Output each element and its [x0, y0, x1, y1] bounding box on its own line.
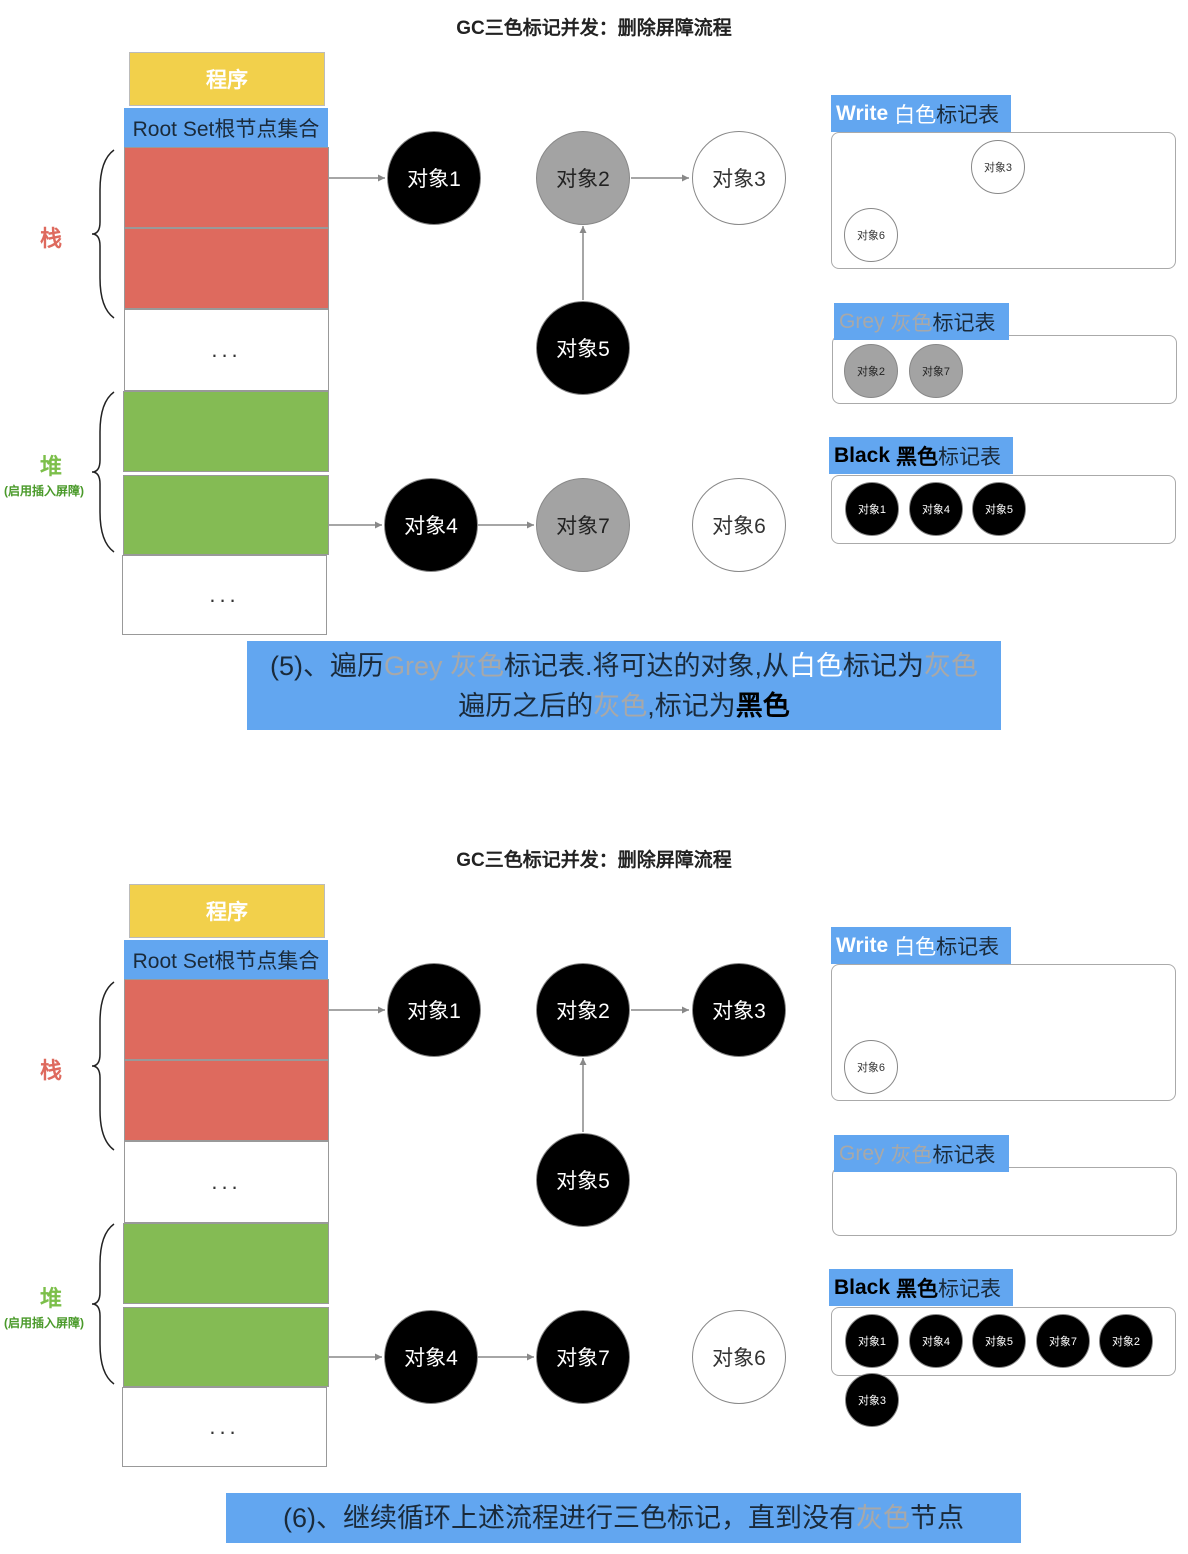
heap-cell [123, 391, 329, 472]
table-label-rest: 标记表 [936, 103, 1000, 127]
caption-segment: (6)、继续循环上述流程进行三色标记，直到没有 [283, 1503, 856, 1533]
table-label-color: 白色 [894, 103, 937, 127]
table-label-color: 黑色 [896, 445, 939, 469]
object-node-obj2: 对象2 [536, 963, 630, 1057]
table-label-color: 黑色 [896, 1277, 939, 1301]
program-box: 程序 [129, 884, 325, 938]
object-node-obj4: 对象4 [384, 478, 478, 572]
caption-segment: 黑色 [735, 690, 790, 721]
caption-segment: 灰色 [924, 650, 979, 681]
diagram-title: GC三色标记并发：删除屏障流程 [456, 18, 732, 39]
heap-cell [123, 1307, 329, 1387]
diagram-title: GC三色标记并发：删除屏障流程 [456, 850, 732, 871]
caption-line: (5)、遍历Grey 灰色标记表.将可达的对象,从白色标记为灰色 [247, 646, 1001, 686]
object-node-obj3: 对象3 [692, 963, 786, 1057]
heap-note: (启用插入屏障) [4, 1316, 84, 1330]
object-node-obj7: 对象7 [536, 1310, 630, 1404]
table-label-en: Black [834, 1275, 891, 1299]
stack-cell [124, 979, 329, 1060]
caption-box: (5)、遍历Grey 灰色标记表.将可达的对象,从白色标记为灰色遍历之后的灰色,… [247, 641, 1001, 730]
table-label-en: Write [836, 101, 889, 125]
stack-label: 栈 [40, 226, 63, 251]
caption-segment: ,标记为 [647, 690, 736, 721]
caption-segment: 节点 [910, 1503, 964, 1533]
table-label-color: 灰色 [890, 311, 933, 335]
object-node-obj2: 对象2 [536, 131, 630, 225]
program-box: 程序 [129, 52, 325, 106]
object-node-obj6: 对象6 [692, 1310, 786, 1404]
stack-ellipsis-cell: ... [124, 1141, 329, 1223]
table-label-en: Black [834, 443, 891, 467]
black-table-item: 对象3 [845, 1373, 899, 1427]
object-node-obj4: 对象4 [384, 1310, 478, 1404]
table-label-rest: 标记表 [938, 1277, 1002, 1301]
caption-box: (6)、继续循环上述流程进行三色标记，直到没有灰色节点 [226, 1493, 1021, 1543]
table-label-color: 灰色 [890, 1143, 933, 1167]
stack-cell [124, 147, 329, 228]
stack-cell [124, 228, 329, 309]
heap-ellipsis-cell: ... [122, 1387, 327, 1467]
table-label-en: Grey [839, 309, 885, 333]
root-set-box: Root Set根节点集合 [124, 940, 328, 979]
table-label-rest: 标记表 [932, 1143, 996, 1167]
stack-ellipsis-cell: ... [124, 309, 329, 391]
heap-cell [123, 1223, 329, 1304]
caption-segment: 标记表.将可达的对象,从 [504, 650, 790, 681]
black-table-item: 对象1 [845, 482, 899, 536]
root-set-box: Root Set根节点集合 [124, 108, 328, 147]
heap-ellipsis-cell: ... [122, 555, 327, 635]
object-node-obj1: 对象1 [387, 131, 481, 225]
object-node-obj3: 对象3 [692, 131, 786, 225]
black-table-item: 对象7 [1036, 1314, 1090, 1368]
caption-segment: (5)、遍历 [269, 650, 384, 681]
caption-segment: Grey 灰色 [383, 650, 504, 681]
caption-segment: 遍历之后的 [458, 690, 594, 721]
stack-label: 栈 [40, 1058, 63, 1083]
black-table-item: 对象5 [972, 482, 1026, 536]
table-label-rest: 标记表 [936, 935, 1000, 959]
table-label-color: 白色 [894, 935, 937, 959]
white-table-item: 对象6 [844, 1040, 898, 1094]
white-table-item: 对象3 [971, 140, 1025, 194]
table-label-en: Write [836, 933, 889, 957]
heap-note: (启用插入屏障) [4, 484, 84, 498]
table-label-en: Grey [839, 1141, 885, 1165]
black-table-item: 对象1 [845, 1314, 899, 1368]
black-table-item: 对象5 [972, 1314, 1026, 1368]
grey-table-item: 对象7 [909, 344, 963, 398]
caption-segment: 灰色 [856, 1503, 910, 1533]
object-node-obj1: 对象1 [387, 963, 481, 1057]
table-label-rest: 标记表 [932, 311, 996, 335]
white-table-item: 对象6 [844, 208, 898, 262]
heap-cell [123, 475, 329, 555]
heap-label: 堆 [40, 454, 63, 479]
caption-segment: 标记为 [843, 650, 925, 681]
caption-line: 遍历之后的灰色,标记为黑色 [247, 686, 1001, 726]
black-table-item: 对象4 [909, 1314, 963, 1368]
black-table-item: 对象2 [1099, 1314, 1153, 1368]
stack-cell [124, 1060, 329, 1141]
caption-segment: 灰色 [593, 690, 648, 721]
object-node-obj7: 对象7 [536, 478, 630, 572]
grey-table-item: 对象2 [844, 344, 898, 398]
black-table-item: 对象4 [909, 482, 963, 536]
object-node-obj5: 对象5 [536, 301, 630, 395]
caption-line: (6)、继续循环上述流程进行三色标记，直到没有灰色节点 [226, 1498, 1021, 1538]
caption-segment: 白色 [789, 650, 844, 681]
grey-table-box [832, 1167, 1177, 1236]
object-node-obj5: 对象5 [536, 1133, 630, 1227]
object-node-obj6: 对象6 [692, 478, 786, 572]
heap-label: 堆 [40, 1286, 63, 1311]
table-label-rest: 标记表 [938, 445, 1002, 469]
